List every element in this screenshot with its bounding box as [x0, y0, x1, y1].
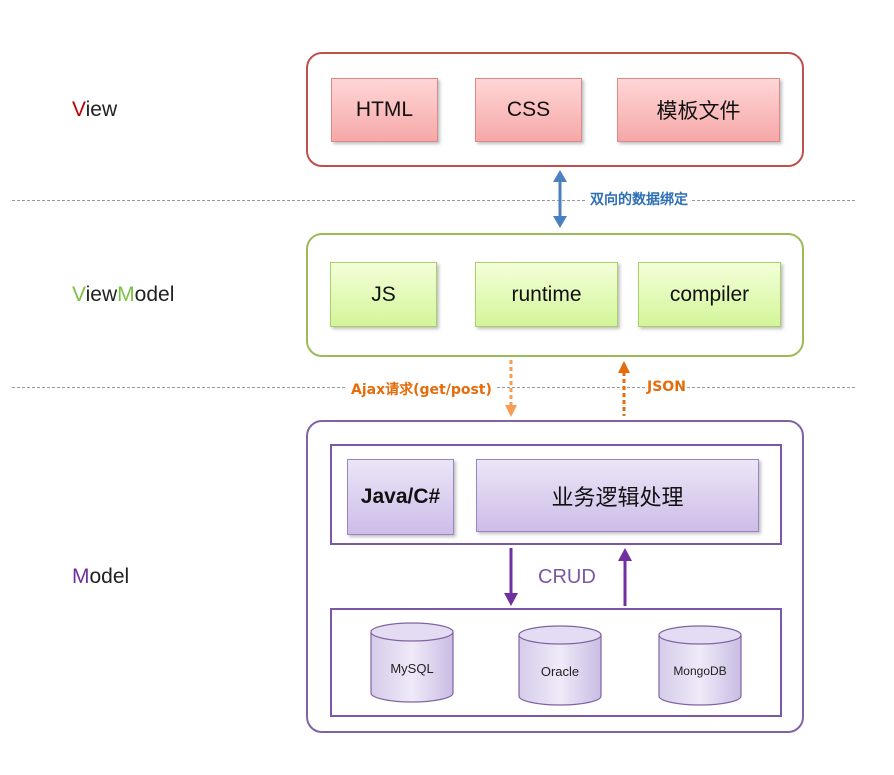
css-box: CSS	[475, 78, 582, 142]
two-way-binding-label: 双向的数据绑定	[586, 189, 692, 209]
template-file-box: 模板文件	[617, 78, 780, 142]
view-label-rest: iew	[85, 98, 118, 121]
oracle-label: Oracle	[540, 664, 580, 679]
crud-label: CRUD	[538, 566, 596, 588]
mongodb-label: MongoDB	[673, 664, 727, 678]
java-csharp-box-label: Java/C#	[360, 485, 441, 508]
json-response-arrow	[618, 361, 630, 416]
ajax-request-arrow	[505, 360, 517, 417]
template-file-box-label: 模板文件	[656, 100, 741, 123]
mongodb-database-icon	[658, 625, 742, 706]
viewmodel-label-initial-m: M	[117, 283, 135, 306]
viewmodel-label-rest-odel: odel	[134, 283, 175, 306]
mysql-database-icon	[370, 622, 454, 703]
model-label-initial: M	[72, 565, 90, 588]
html-box-label: HTML	[355, 98, 414, 121]
compiler-box-label: compiler	[669, 282, 750, 306]
json-label: JSON	[647, 379, 686, 395]
runtime-box-label: runtime	[511, 282, 582, 306]
viewmodel-layer-label: ViewModel	[72, 283, 174, 307]
viewmodel-label-initial-v: V	[72, 283, 86, 306]
java-csharp-box: Java/C#	[347, 459, 454, 535]
compiler-box: compiler	[638, 262, 781, 327]
crud-up-arrow	[618, 548, 632, 606]
mysql-label: MySQL	[390, 661, 434, 676]
viewmodel-label-rest-iew: iew	[85, 283, 118, 306]
js-box: JS	[330, 262, 437, 327]
view-label-initial: V	[72, 98, 86, 121]
crud-down-arrow	[504, 548, 518, 606]
oracle-database-icon	[518, 625, 602, 706]
html-box: HTML	[331, 78, 438, 142]
view-layer-label: View	[72, 98, 117, 122]
model-layer-label: Model	[72, 565, 129, 589]
js-box-label: JS	[371, 282, 396, 306]
ajax-request-label: Ajax请求(get/post)	[347, 379, 496, 399]
css-box-label: CSS	[506, 98, 551, 121]
model-label-rest: odel	[89, 565, 130, 588]
business-logic-box-label: 业务逻辑处理	[551, 484, 684, 510]
two-way-binding-arrow	[553, 170, 567, 228]
business-logic-box: 业务逻辑处理	[476, 459, 759, 532]
separator-top	[12, 200, 855, 201]
runtime-box: runtime	[475, 262, 618, 327]
